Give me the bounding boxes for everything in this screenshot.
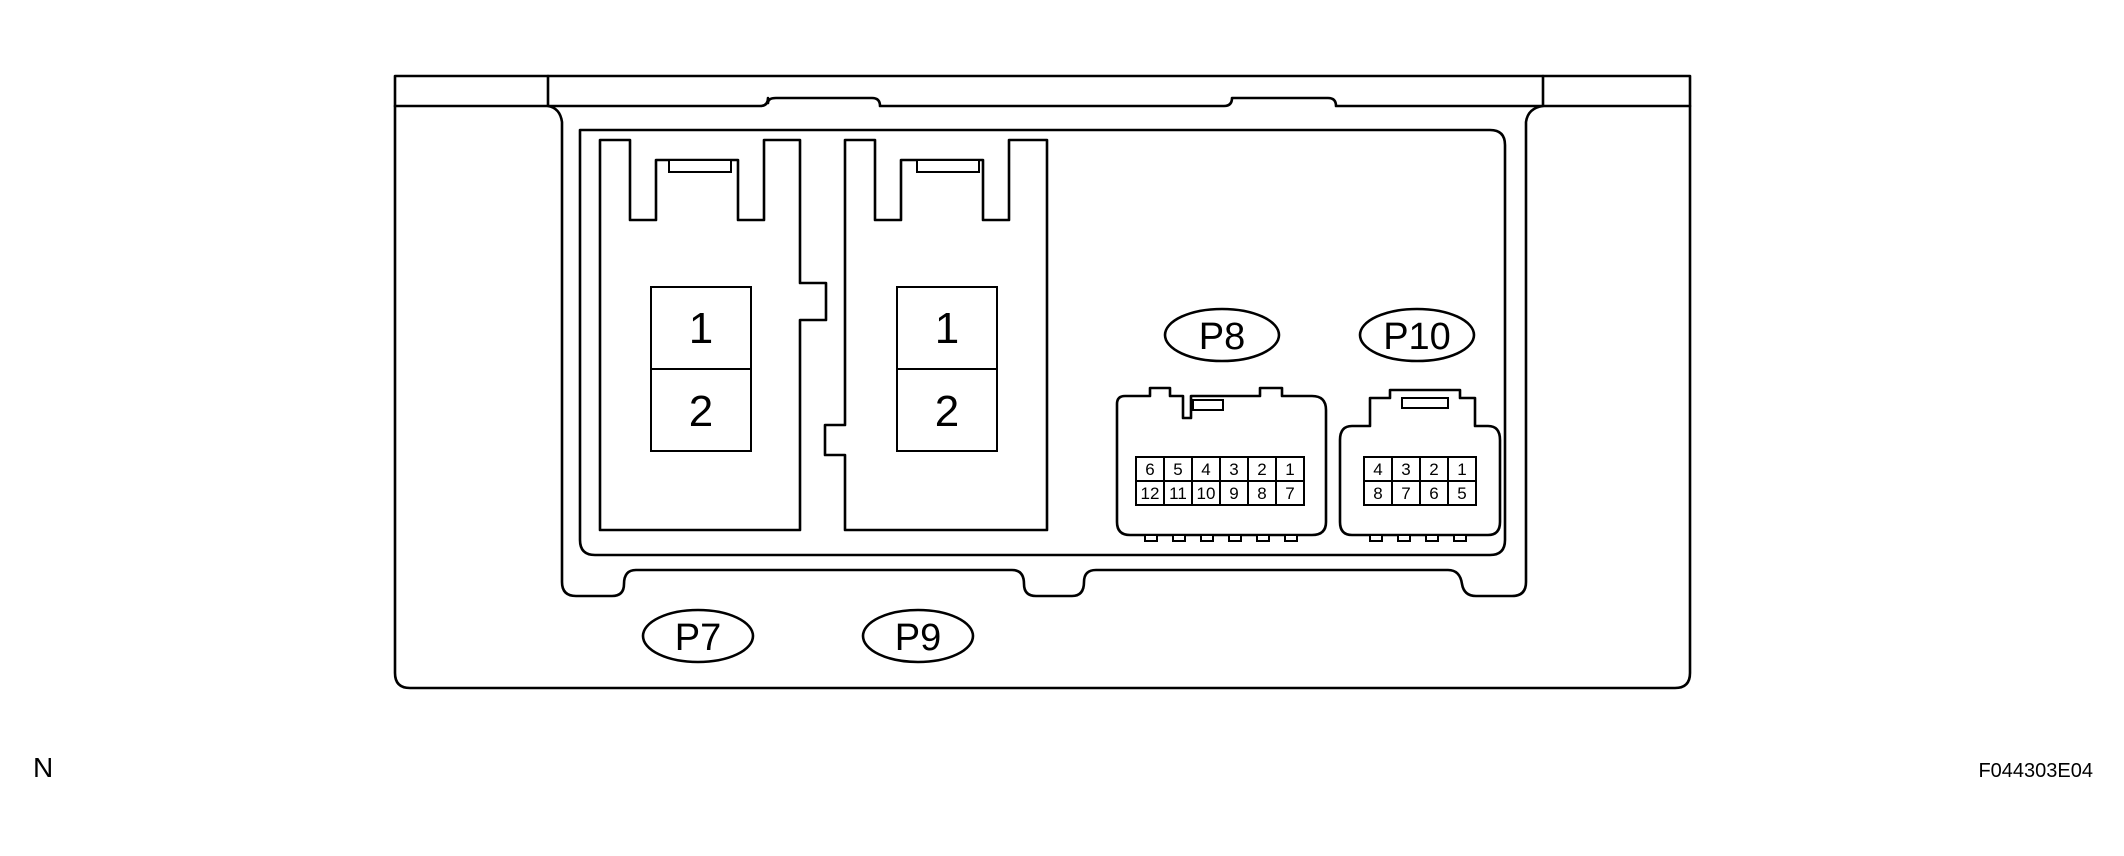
p8-pin-cell xyxy=(1247,456,1277,482)
p10-pin-cell xyxy=(1391,480,1421,506)
p8-pin-9: 9 xyxy=(1229,484,1238,503)
p8-bottom-tabs xyxy=(1144,534,1298,542)
connector-p7: 1 2 xyxy=(598,138,828,532)
p10-pin-cell xyxy=(1447,480,1477,506)
p8-pin-6: 6 xyxy=(1145,460,1154,479)
p8-pin-cell xyxy=(1135,480,1165,506)
ecu-housing xyxy=(393,74,1692,690)
p7-pin-2: 2 xyxy=(689,387,713,436)
figure-code: F044303E04 xyxy=(1978,760,2093,782)
p8-pin-cell xyxy=(1275,480,1305,506)
p8-pin-8: 8 xyxy=(1257,484,1266,503)
label-p8-text: P8 xyxy=(1199,316,1245,358)
view-label: N xyxy=(33,752,53,783)
p8-pin-4: 4 xyxy=(1201,460,1210,479)
p10-pin-cell xyxy=(1419,480,1449,506)
label-p10-text: P10 xyxy=(1383,316,1451,358)
label-p10: P10 xyxy=(1358,307,1476,363)
p10-pin-1: 1 xyxy=(1457,460,1466,479)
p8-pin-2: 2 xyxy=(1257,460,1266,479)
p8-pin-7: 7 xyxy=(1285,484,1294,503)
p10-pin-2: 2 xyxy=(1429,460,1438,479)
p8-pin-1: 1 xyxy=(1285,460,1294,479)
p10-pin-cell xyxy=(1363,456,1393,482)
p10-pin-7: 7 xyxy=(1401,484,1410,503)
p10-pin-5: 5 xyxy=(1457,484,1466,503)
p9-pin-2: 2 xyxy=(935,387,959,436)
label-p9: P9 xyxy=(861,608,975,664)
p8-pin-12: 12 xyxy=(1141,484,1160,503)
p8-pin-11: 11 xyxy=(1169,484,1187,503)
connector-p9: 1 2 xyxy=(823,138,1049,532)
p10-bottom-tabs xyxy=(1369,534,1467,542)
label-p9-text: P9 xyxy=(895,617,941,659)
p7-pin-1: 1 xyxy=(689,304,713,353)
p10-pin-6: 6 xyxy=(1429,484,1438,503)
p9-pin-1: 1 xyxy=(935,304,959,353)
p8-pin-5: 5 xyxy=(1173,460,1182,479)
p8-pin-cell xyxy=(1191,456,1221,482)
p8-pin-cell xyxy=(1163,456,1193,482)
p8-pin-10: 10 xyxy=(1197,484,1216,503)
label-p7-text: P7 xyxy=(675,617,721,659)
p8-pin-cell xyxy=(1135,456,1165,482)
p10-pin-3: 3 xyxy=(1401,460,1410,479)
label-p8: P8 xyxy=(1163,307,1281,363)
p10-pin-4: 4 xyxy=(1373,460,1382,479)
p10-pin-cell xyxy=(1363,480,1393,506)
p8-pin-cell xyxy=(1247,480,1277,506)
p8-pin-3: 3 xyxy=(1229,460,1238,479)
p8-pin-cell xyxy=(1275,456,1305,482)
label-p7: P7 xyxy=(641,608,755,664)
p10-pin-8: 8 xyxy=(1373,484,1382,503)
